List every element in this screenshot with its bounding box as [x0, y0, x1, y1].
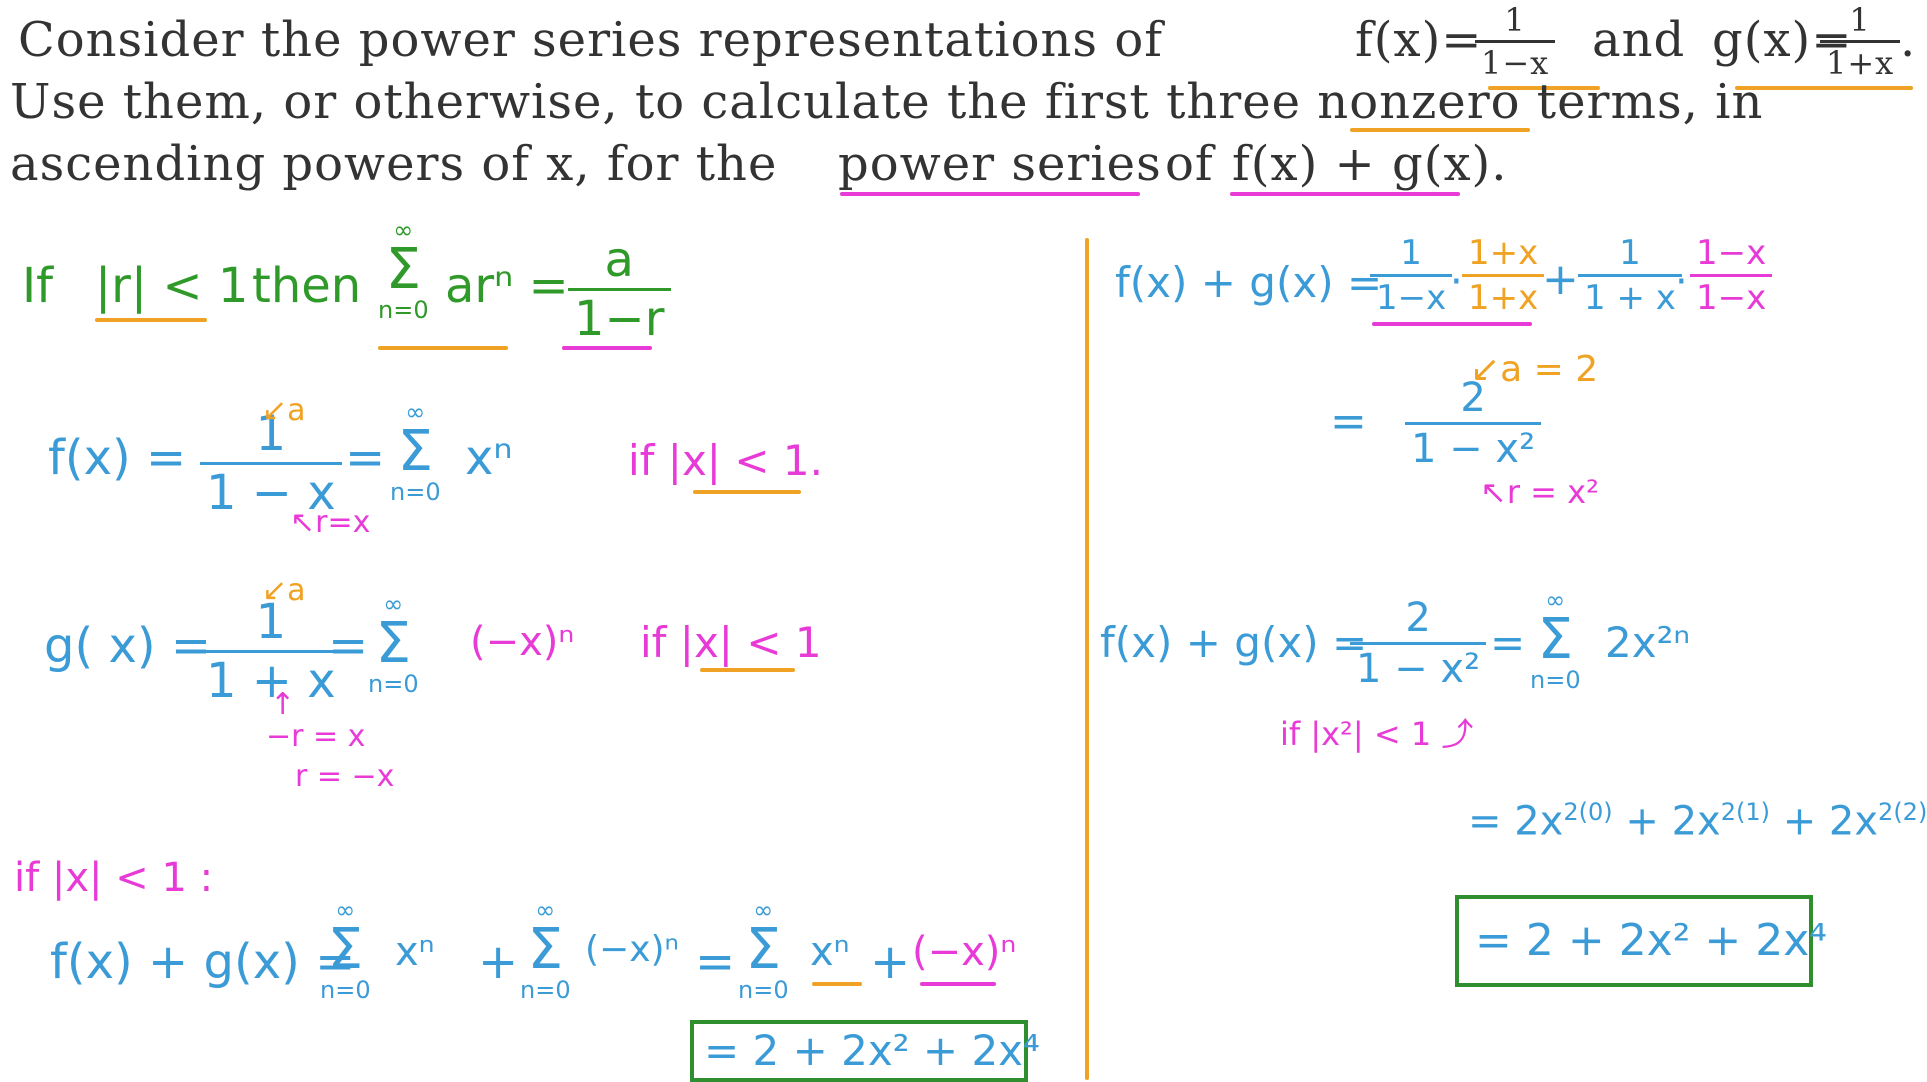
sum-eq: = [695, 934, 736, 990]
rule-sigma: ∞ Σ n=0 [378, 216, 429, 324]
r3-sigma: ∞ Σ n=0 [1530, 586, 1581, 694]
r4-expansion: = 2x2(0) + 2x2(1) + 2x2(2) [1468, 798, 1927, 845]
sum3-sigma: ∞ Σ n=0 [738, 896, 789, 1004]
rule-if: If [22, 258, 54, 314]
underline-g-def [1735, 86, 1913, 90]
sum-plus: + [478, 934, 519, 990]
question-g-fraction: 1 1+x [1820, 4, 1901, 79]
f-a-label: ↙a [262, 393, 306, 428]
g-eq: = [328, 618, 369, 674]
sigma-icon: Σ [1537, 607, 1573, 672]
f-condition: if |x| < 1. [628, 436, 823, 485]
g-sigma: ∞ Σ n=0 [368, 590, 419, 698]
r1-fraction-3: 1 1 + x [1578, 236, 1682, 315]
question-line1: Consider the power series representation… [18, 12, 1163, 68]
r2-a-label: ↙a = 2 [1470, 349, 1599, 390]
sigma-icon: Σ [527, 917, 563, 982]
f-sigma: ∞ Σ n=0 [390, 398, 441, 506]
sum3-plus: + [870, 934, 911, 990]
r3-eq: = [1490, 618, 1526, 667]
rule-fraction: a 1−r [568, 236, 671, 343]
question-line3b: power series [838, 136, 1162, 192]
sigma-icon: Σ [745, 917, 781, 982]
r2-eq: = [1330, 396, 1367, 447]
r1-fraction-1: 1 1−x [1370, 236, 1453, 315]
right-answer: = 2 + 2x² + 2x⁴ [1475, 915, 1827, 966]
r1-fraction-4: 1−x 1−x [1690, 236, 1773, 315]
sum1-term: xⁿ [395, 929, 435, 975]
r3-term: 2x²ⁿ [1605, 618, 1691, 667]
underline-nonzero [1350, 128, 1530, 132]
sum3-term-b: (−x)ⁿ [912, 929, 1017, 975]
g-arrow-icon: ↑ [270, 687, 296, 722]
right-answer-box: = 2 + 2x² + 2x⁴ [1455, 895, 1827, 987]
rule-term: arⁿ = [445, 258, 569, 314]
r2-fraction: 2 1 − x² [1405, 378, 1542, 469]
underline-g-cond [700, 668, 795, 672]
underline-rule-sum [378, 346, 508, 350]
underline-sum3-b [920, 982, 996, 986]
question-line2: Use them, or otherwise, to calculate the… [10, 74, 1764, 130]
question-period: . [1900, 12, 1917, 68]
sum1-sigma: ∞ Σ n=0 [320, 896, 371, 1004]
left-answer-box: = 2 + 2x² + 2x⁴ [690, 1020, 1040, 1082]
underline-power-series [840, 192, 1140, 196]
question-line3d: f(x) + g(x). [1232, 136, 1508, 192]
underline-fg [1230, 192, 1460, 196]
g-fraction: 1 1 + x [200, 598, 342, 705]
question-line3a: ascending powers of x, for the [10, 136, 778, 192]
column-divider [1085, 238, 1089, 1080]
question-and: and [1592, 12, 1686, 68]
question-line3c: of [1165, 136, 1214, 192]
sum2-term: (−x)ⁿ [585, 929, 679, 970]
left-answer: = 2 + 2x² + 2x⁴ [704, 1026, 1040, 1075]
r2-r-label: ↖r = x² [1480, 473, 1599, 511]
g-condition: if |x| < 1 [640, 618, 822, 667]
g-lhs: g( x) = [44, 618, 212, 674]
g-term: (−x)ⁿ [470, 619, 575, 665]
sum-lhs: f(x) + g(x) = [50, 934, 356, 990]
sigma-icon: Σ [375, 611, 411, 676]
sum3-term-a: xⁿ [810, 929, 850, 975]
underline-rule-cond [95, 318, 207, 322]
underline-f-def [1488, 86, 1600, 90]
r1-dot-2: · [1675, 259, 1688, 305]
underline-sum3-a [812, 982, 862, 986]
f-eq: = [345, 430, 386, 486]
g-r-label-1: −r = x [266, 719, 366, 754]
r3-fraction: 2 1 − x² [1350, 598, 1487, 689]
r1-dot: · [1450, 259, 1463, 305]
f-term: xⁿ [465, 430, 513, 486]
r1-fraction-2: 1+x 1+x [1462, 236, 1545, 315]
r3-lhs: f(x) + g(x) = [1100, 618, 1368, 667]
underline-r1 [1372, 322, 1532, 326]
r1-plus: + [1542, 254, 1579, 305]
f-r-label: ↖r=x [290, 505, 371, 540]
g-r-label-2: r = −x [295, 759, 395, 794]
g-a-label: ↙a [262, 573, 306, 608]
question-f-fraction: 1 1−x [1475, 4, 1556, 79]
rule-then: then [252, 258, 362, 314]
sigma-icon: Σ [397, 419, 433, 484]
sum2-sigma: ∞ Σ n=0 [520, 896, 571, 1004]
underline-rule-fraction [562, 346, 652, 350]
underline-f-cond [693, 490, 801, 494]
r1-lhs: f(x) + g(x) = [1115, 258, 1383, 307]
question-f-lhs: f(x)= [1355, 12, 1483, 68]
sigma-icon: Σ [327, 917, 363, 982]
sum-condition: if |x| < 1 : [14, 855, 214, 901]
sigma-icon: Σ [385, 237, 421, 302]
r3-condition: if |x²| < 1 ⤴ [1280, 715, 1474, 753]
f-fraction: 1 1 − x [200, 410, 342, 517]
f-lhs: f(x) = [48, 430, 187, 486]
rule-condition: |r| < 1 [95, 258, 249, 314]
